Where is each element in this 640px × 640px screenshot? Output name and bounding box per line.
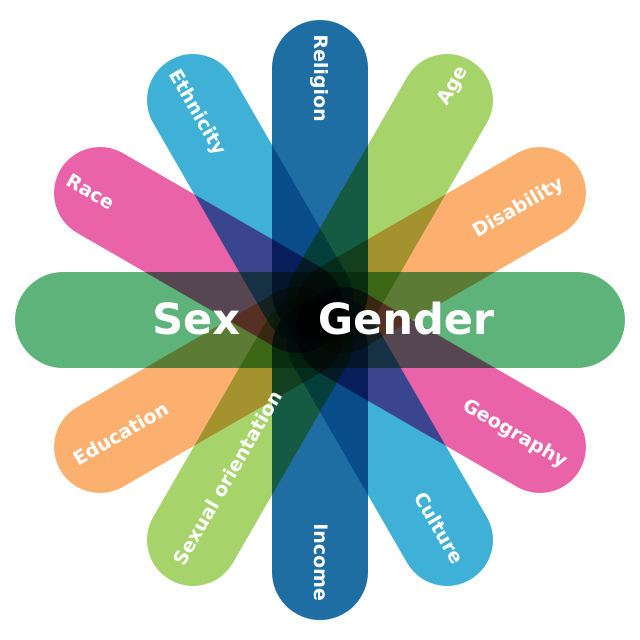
center-label-gender: Gender — [318, 295, 495, 345]
petal-income — [272, 300, 368, 620]
center-labels: Sex Gender — [152, 295, 495, 345]
label-income: Income — [309, 523, 331, 601]
center-label-sex: Sex — [152, 295, 240, 345]
petal-religion — [272, 20, 368, 340]
petal-shapes — [15, 20, 625, 620]
label-religion: Religion — [309, 34, 331, 121]
